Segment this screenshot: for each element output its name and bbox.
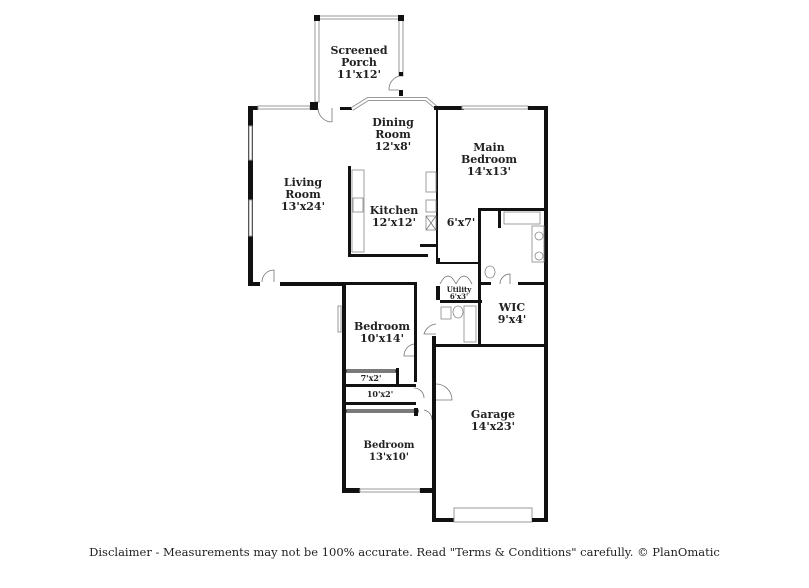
label-main-bedroom-line2: Bedroom [461, 153, 517, 166]
room-labels: Screened Porch 11'x12' Dining Room 12'x8… [281, 44, 526, 463]
label-bedroom-1-dims: 10'x14' [360, 332, 404, 345]
label-screened-porch-line1: Screened [330, 44, 387, 57]
label-utility-line1: Utility [447, 285, 473, 294]
label-kitchen-dims: 12'x12' [372, 216, 416, 229]
label-dining-line1: Dining [372, 116, 414, 129]
label-utility-dims: 6'x3' [450, 292, 468, 301]
label-main-bedroom-line1: Main [473, 141, 504, 154]
label-dining-line2: Room [375, 128, 411, 141]
label-bedroom-2-dims: 13'x10' [369, 452, 409, 463]
label-garage-dims: 14'x23' [471, 420, 515, 433]
disclaimer-text: Disclaimer - Measurements may not be 100… [89, 545, 720, 559]
label-living-dims: 13'x24' [281, 200, 325, 213]
label-bedroom-2-line1: Bedroom [364, 440, 415, 451]
label-living-line2: Room [285, 188, 321, 201]
label-main-bath-dims: 6'x7' [447, 216, 476, 229]
label-dining-dims: 12'x8' [375, 140, 411, 153]
label-closet-10x2: 10'x2' [367, 389, 393, 399]
label-bedroom-1-line1: Bedroom [354, 320, 410, 333]
label-wic-line1: WIC [498, 301, 525, 314]
label-screened-porch-dims: 11'x12' [337, 68, 381, 81]
label-screened-porch-line2: Porch [341, 56, 377, 69]
screened-porch-walls [314, 15, 404, 103]
walls [248, 97, 548, 523]
label-closet-7x2: 7'x2' [361, 373, 382, 383]
label-living-line1: Living [284, 176, 322, 189]
label-kitchen-line1: Kitchen [370, 204, 419, 217]
label-garage-line1: Garage [471, 408, 515, 421]
label-wic-dims: 9'x4' [498, 313, 527, 326]
label-main-bedroom-dims: 14'x13' [467, 165, 511, 178]
